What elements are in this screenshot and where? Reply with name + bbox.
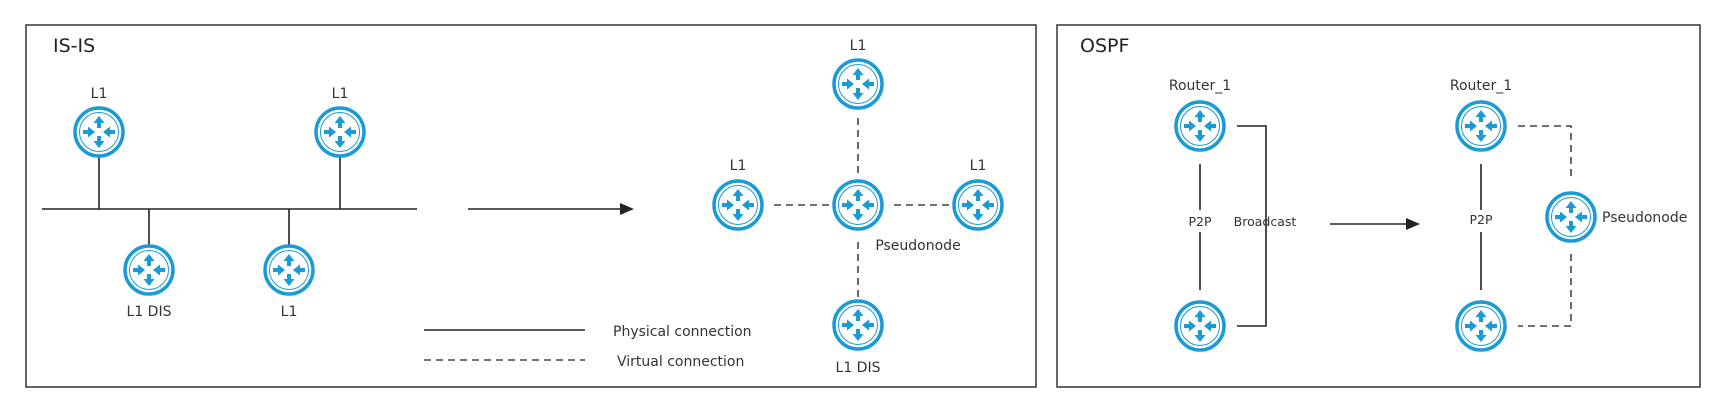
ospf-left-broadcast-label: Broadcast [1234, 214, 1297, 229]
router-icon [263, 244, 315, 296]
ospf-right-p2p-label: P2P [1469, 212, 1492, 227]
legend-virtual-label: Virtual connection [617, 354, 744, 370]
isis-left-router-bottom-label: L1 [281, 304, 298, 320]
router-icon [73, 106, 125, 158]
ospf-left-links [1199, 125, 1267, 327]
router-icon [952, 179, 1004, 231]
ospf-title: OSPF [1080, 35, 1129, 57]
isis-right-router-left-label: L1 [730, 158, 747, 174]
isis-right-router-bottom-label: L1 DIS [836, 360, 881, 376]
isis-left-router-dis-label: L1 DIS [127, 304, 172, 320]
legend-physical-label: Physical connection [613, 324, 752, 340]
router-icon [1174, 300, 1226, 352]
isis-right-router-top-label: L1 [850, 38, 867, 54]
pseudonode-icon [832, 179, 884, 231]
isis-broadcast-segment [42, 156, 417, 246]
router-icon [712, 179, 764, 231]
router-icon [832, 299, 884, 351]
isis-pseudonode-label: Pseudonode [875, 238, 960, 254]
ospf-right-links [1480, 125, 1572, 327]
router-icon [1174, 100, 1226, 152]
isis-left-router-top-right-label: L1 [332, 86, 349, 102]
ospf-pseudonode-label: Pseudonode [1602, 210, 1687, 226]
ospf-transform-arrow [1330, 218, 1420, 230]
router-icon [123, 244, 175, 296]
ospf-right-router-top-label: Router_1 [1450, 78, 1512, 94]
router-icon [832, 58, 884, 110]
isis-virtual-links [774, 118, 954, 300]
router-icon [314, 106, 366, 158]
isis-title: IS-IS [53, 35, 95, 57]
isis-left-router-top-left-label: L1 [91, 86, 108, 102]
isis-panel [25, 24, 1037, 388]
isis-transform-arrow [468, 203, 634, 215]
pseudonode-icon [1545, 191, 1597, 243]
ospf-panel [1056, 24, 1701, 388]
ospf-left-p2p-label: P2P [1188, 214, 1211, 229]
isis-right-router-right-label: L1 [970, 158, 987, 174]
router-icon [1455, 100, 1507, 152]
ospf-left-router-top-label: Router_1 [1169, 78, 1231, 94]
router-icon [1455, 300, 1507, 352]
